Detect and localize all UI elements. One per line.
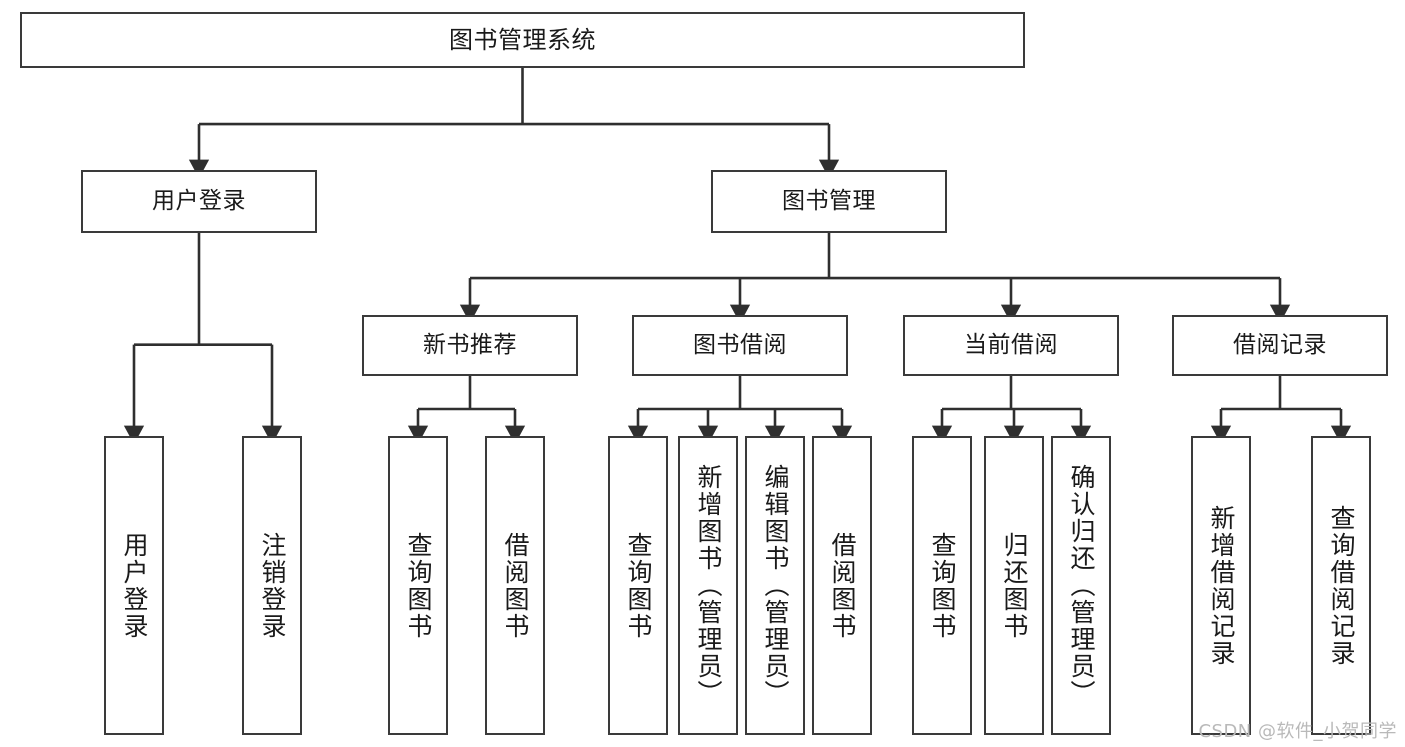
node-label: 新增借阅记录 [1207, 504, 1236, 667]
node-leaf-add-record[interactable]: 新增借阅记录 [1191, 436, 1251, 735]
node-leaf-borrow-book-bb[interactable]: 借阅图书 [812, 436, 872, 735]
node-label: 用户登录 [152, 187, 246, 214]
node-leaf-edit-book[interactable]: 编辑图书（管理员） [745, 436, 805, 735]
node-new-book-rec[interactable]: 新书推荐 [362, 315, 578, 376]
node-user-login[interactable]: 用户登录 [81, 170, 317, 233]
node-label: 新书推荐 [423, 331, 517, 358]
node-current-borrow[interactable]: 当前借阅 [903, 315, 1119, 376]
node-leaf-query-book-cb[interactable]: 查询图书 [912, 436, 972, 735]
node-borrow-record[interactable]: 借阅记录 [1172, 315, 1388, 376]
node-label: 查询图书 [624, 531, 653, 640]
node-label: 编辑图书（管理员） [761, 464, 790, 707]
node-leaf-confirm-return[interactable]: 确认归还（管理员） [1051, 436, 1111, 735]
node-label: 图书借阅 [693, 331, 787, 358]
node-label: 查询图书 [404, 531, 433, 640]
connector-paths [123, 68, 1352, 445]
node-book-manage[interactable]: 图书管理 [711, 170, 947, 233]
node-label: 图书管理系统 [449, 25, 596, 54]
node-label: 借阅图书 [828, 531, 857, 640]
node-root[interactable]: 图书管理系统 [20, 12, 1025, 68]
node-leaf-user-login[interactable]: 用户登录 [104, 436, 164, 735]
node-label: 注销登录 [258, 531, 287, 640]
node-label: 借阅图书 [501, 531, 530, 640]
node-label: 归还图书 [1000, 531, 1029, 640]
node-label: 用户登录 [120, 531, 149, 640]
node-label: 当前借阅 [964, 331, 1058, 358]
node-leaf-return-book[interactable]: 归还图书 [984, 436, 1044, 735]
node-label: 借阅记录 [1233, 331, 1327, 358]
node-label: 查询图书 [928, 531, 957, 640]
node-leaf-query-book-bb[interactable]: 查询图书 [608, 436, 668, 735]
node-leaf-add-book[interactable]: 新增图书（管理员） [678, 436, 738, 735]
node-label: 确认归还（管理员） [1067, 464, 1096, 707]
node-label: 查询借阅记录 [1327, 504, 1356, 667]
node-label: 新增图书（管理员） [694, 464, 723, 707]
node-leaf-query-book-rec[interactable]: 查询图书 [388, 436, 448, 735]
watermark-text: CSDN @软件_小贺同学 [1198, 721, 1397, 742]
node-book-borrow[interactable]: 图书借阅 [632, 315, 848, 376]
node-leaf-borrow-book-rec[interactable]: 借阅图书 [485, 436, 545, 735]
node-leaf-query-record[interactable]: 查询借阅记录 [1311, 436, 1371, 735]
node-leaf-logout[interactable]: 注销登录 [242, 436, 302, 735]
node-label: 图书管理 [782, 187, 876, 214]
